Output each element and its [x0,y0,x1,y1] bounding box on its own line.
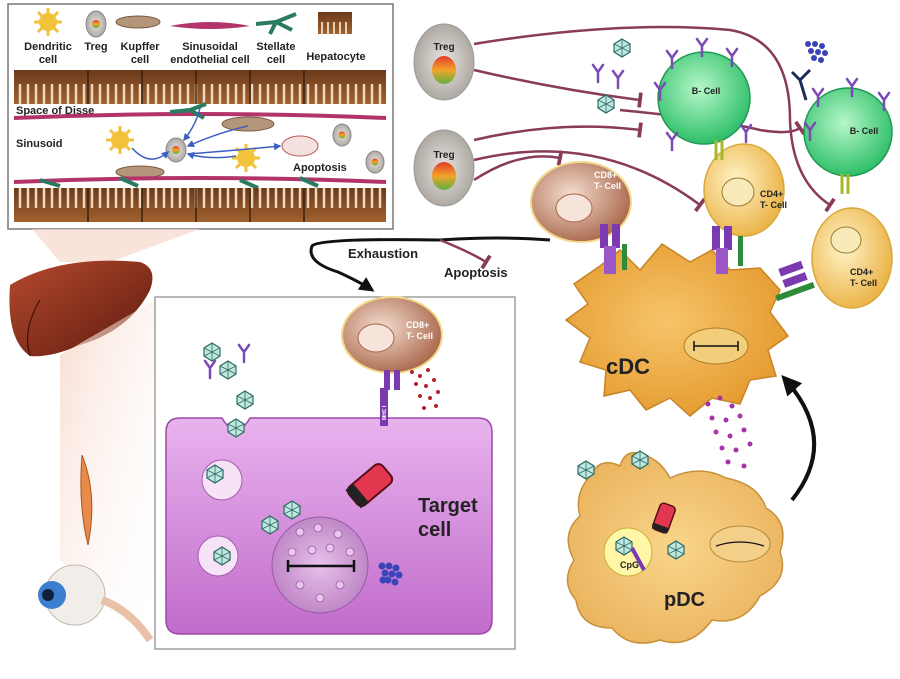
legend-sinusoidal-l1: Sinusoidal [182,41,238,53]
b-cell-2-label: B- Cell [850,126,879,136]
pdc-cell [566,450,784,644]
interaction-arrow-5 [187,142,282,155]
legend-stellate-icon [255,12,297,35]
apoptosis-label: Apoptosis [444,265,508,280]
zoom-beam-liver [32,229,200,262]
cd4-t-cell-1 [703,143,785,237]
endothelium-bottom [13,176,387,184]
interaction-arrow-2 [186,151,237,160]
aav-capsid [345,463,394,509]
kupffer-cell [221,116,275,132]
liver-apoptosis-label: Apoptosis [293,162,347,174]
b-cell-1-label: B- Cell [692,86,721,96]
cd4-1-label-1: CD4+ [760,189,783,199]
legend-treg: Treg [84,41,107,53]
treg-apoptotic [332,123,352,147]
tcr-mhc-target [380,370,400,426]
dendritic-cell-1 [106,126,134,154]
mhc-label-target: MHC I [382,405,388,420]
sinusoid-label: Sinusoid [16,138,62,150]
zoom-beam-organs [60,300,155,650]
cpg-label: CpG [620,560,639,570]
mhc-tcr-cd4b-cdc [775,260,815,302]
virus-cluster [378,562,403,586]
hepatocyte-row-top [14,70,386,104]
stellate-cells-bottom [39,176,319,190]
cd4-2-label-2: T- Cell [850,278,877,288]
cd8-t-cell-target [341,296,443,374]
legend-dendritic-icon [34,8,62,36]
treg-cell-top [413,23,475,101]
cytokine-dots [705,395,753,469]
nuclear-pores [287,523,355,603]
apoptotic-cell [281,135,319,157]
legend-kupffer-icon [115,15,161,29]
cd8-t-cell-top [530,161,632,243]
treg-apoptotic-2 [365,150,385,174]
legend-kupffer-l2: cell [131,54,149,66]
pdc-to-cdc-arrow [781,375,817,502]
treg-cell-mid [413,129,475,207]
target-cell-label-2: cell [418,519,451,541]
cdc-cell [564,243,790,417]
legend-dendritic-l1: Dendritic [24,41,72,53]
endosome-1 [201,459,243,501]
cd8-top-label-1: CD8+ [594,170,617,180]
muscle-organ-icon [80,454,93,546]
stellate-cell [169,102,207,120]
cd8-target-label-2: T- Cell [406,331,433,341]
target-cell-label-1: Target [418,495,478,517]
b-cell-2 [803,77,893,177]
cd4-t-cell-2 [811,207,893,309]
cytotoxic-granules [410,368,440,410]
eye-organ-icon [38,564,154,643]
interaction-arrow-4 [183,107,201,142]
liver-sinusoid-panel: Dendritic cell Treg Kupffer cell Sinusoi… [7,3,394,230]
antibody-dark [790,68,812,101]
cd4-2-label-1: CD4+ [850,267,873,277]
legend-hepatocyte: Hepatocyte [306,51,365,63]
cd8-top-label-2: T- Cell [594,181,621,191]
kupffer-cell-2 [115,165,165,179]
dendritic-cell-2 [232,144,260,172]
legend-sinusoidal-icon [170,22,250,29]
b-cell-1 [653,37,753,152]
mhc-tcr-cd8-cdc [600,224,627,274]
legend-treg-icon [85,10,107,38]
pdc-label: pDC [664,589,705,611]
liver-organ-icon [9,260,153,357]
legend-sinusoidal-l2: endothelial cell [170,54,249,66]
interaction-arrow-1 [131,147,170,160]
treg-top-label: Treg [433,42,454,53]
legend-hepatocyte-icon [318,12,352,34]
exhaustion-arrow [309,236,551,292]
interaction-arrow-3 [186,125,249,148]
tlr-pdc [630,547,646,571]
legend-kupffer-l1: Kupffer [120,41,160,53]
treg-sinusoid [165,137,187,163]
b-t-receptors [714,140,850,194]
aav-capsid-pdc [651,502,676,534]
exhaustion-label: Exhaustion [348,246,418,261]
viral-genome [286,560,356,572]
treg-mid-label: Treg [433,150,454,161]
apoptosis-arrow [439,238,492,270]
cd8-target-label-1: CD8+ [406,320,429,330]
virus-cluster-top [805,41,828,63]
cd4-1-label-2: T- Cell [760,200,787,210]
cdc-label: cDC [606,354,650,379]
legend-dendritic-l2: cell [39,54,57,66]
legend-stellate-l2: cell [267,54,285,66]
legend-stellate-l1: Stellate [256,41,295,53]
mhc-tcr-cd4-cdc [712,226,743,274]
hepatocyte-row-bottom [14,188,386,222]
